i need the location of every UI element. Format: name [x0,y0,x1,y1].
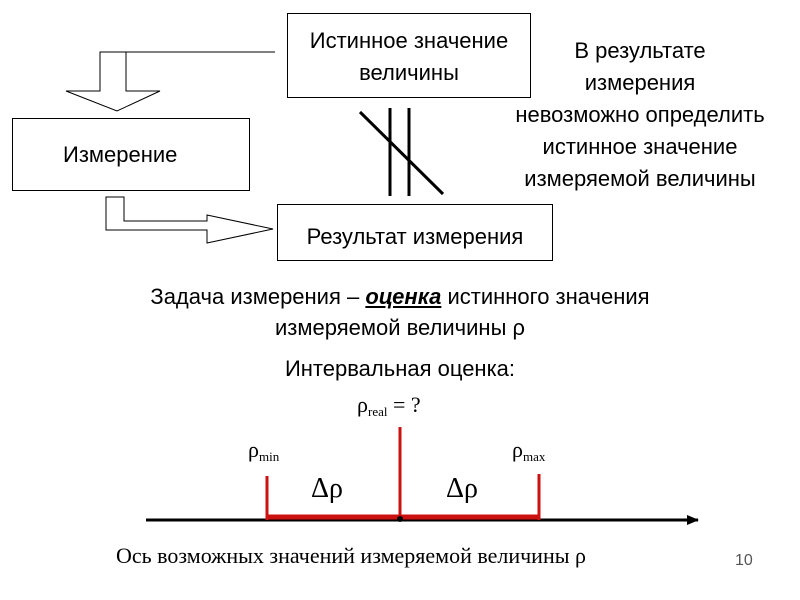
not-equal-sign [358,108,445,196]
measurement-box: Измерение [12,118,250,191]
rho-min-label: ρmin [248,437,279,470]
down-hollow-arrow [65,51,275,112]
right-hollow-arrow [105,196,274,244]
task-emphasis: оценка [365,284,442,309]
slide-number: 10 [735,552,753,569]
side-note: В результате измерения невозможно опреде… [495,35,785,195]
rho-max-label: ρmax [512,437,545,470]
side-note-line-2: измерения [584,70,696,95]
true-value-box: Истинное значение величины [287,13,531,98]
axis-caption: Ось возможных значений измеряемой величи… [116,543,586,568]
rho-real-label: ρreal = ? [357,392,421,425]
task-statement-line-2: измеряемой величины ρ [274,315,526,340]
task-suffix: истинного значения [441,284,650,309]
confidence-interval [265,427,541,520]
result-label: Результат измерения [306,224,524,249]
rho-real-symbol: ρ [357,392,368,417]
side-note-line-4: истинное значение [542,134,738,159]
side-note-line-3: невозможно определить [515,102,765,127]
measurement-label: Измерение [63,142,178,167]
true-value-line-2: величины [359,60,459,85]
true-value-line-1: Истинное значение [309,28,509,53]
rho-real-question: = ? [387,392,421,417]
delta-rho-right: Δρ [446,473,478,504]
rho-max-subscript: max [522,449,546,464]
side-note-line-5: измеряемой величины [524,166,756,191]
rho-max-symbol: ρ [512,437,523,462]
side-note-line-1: В результате [574,38,706,63]
interval-estimate-label: Интервальная оценка: [284,356,516,381]
axis-center-point [397,516,403,522]
rho-min-subscript: min [258,449,280,464]
result-box: Результат измерения [277,204,553,261]
task-prefix: Задача измерения – [150,284,366,309]
delta-rho-left: Δρ [311,473,343,504]
rho-min-symbol: ρ [248,437,259,462]
task-statement-line-1: Задача измерения – оценка истинного знач… [100,282,700,312]
rho-real-subscript: real [367,404,388,419]
